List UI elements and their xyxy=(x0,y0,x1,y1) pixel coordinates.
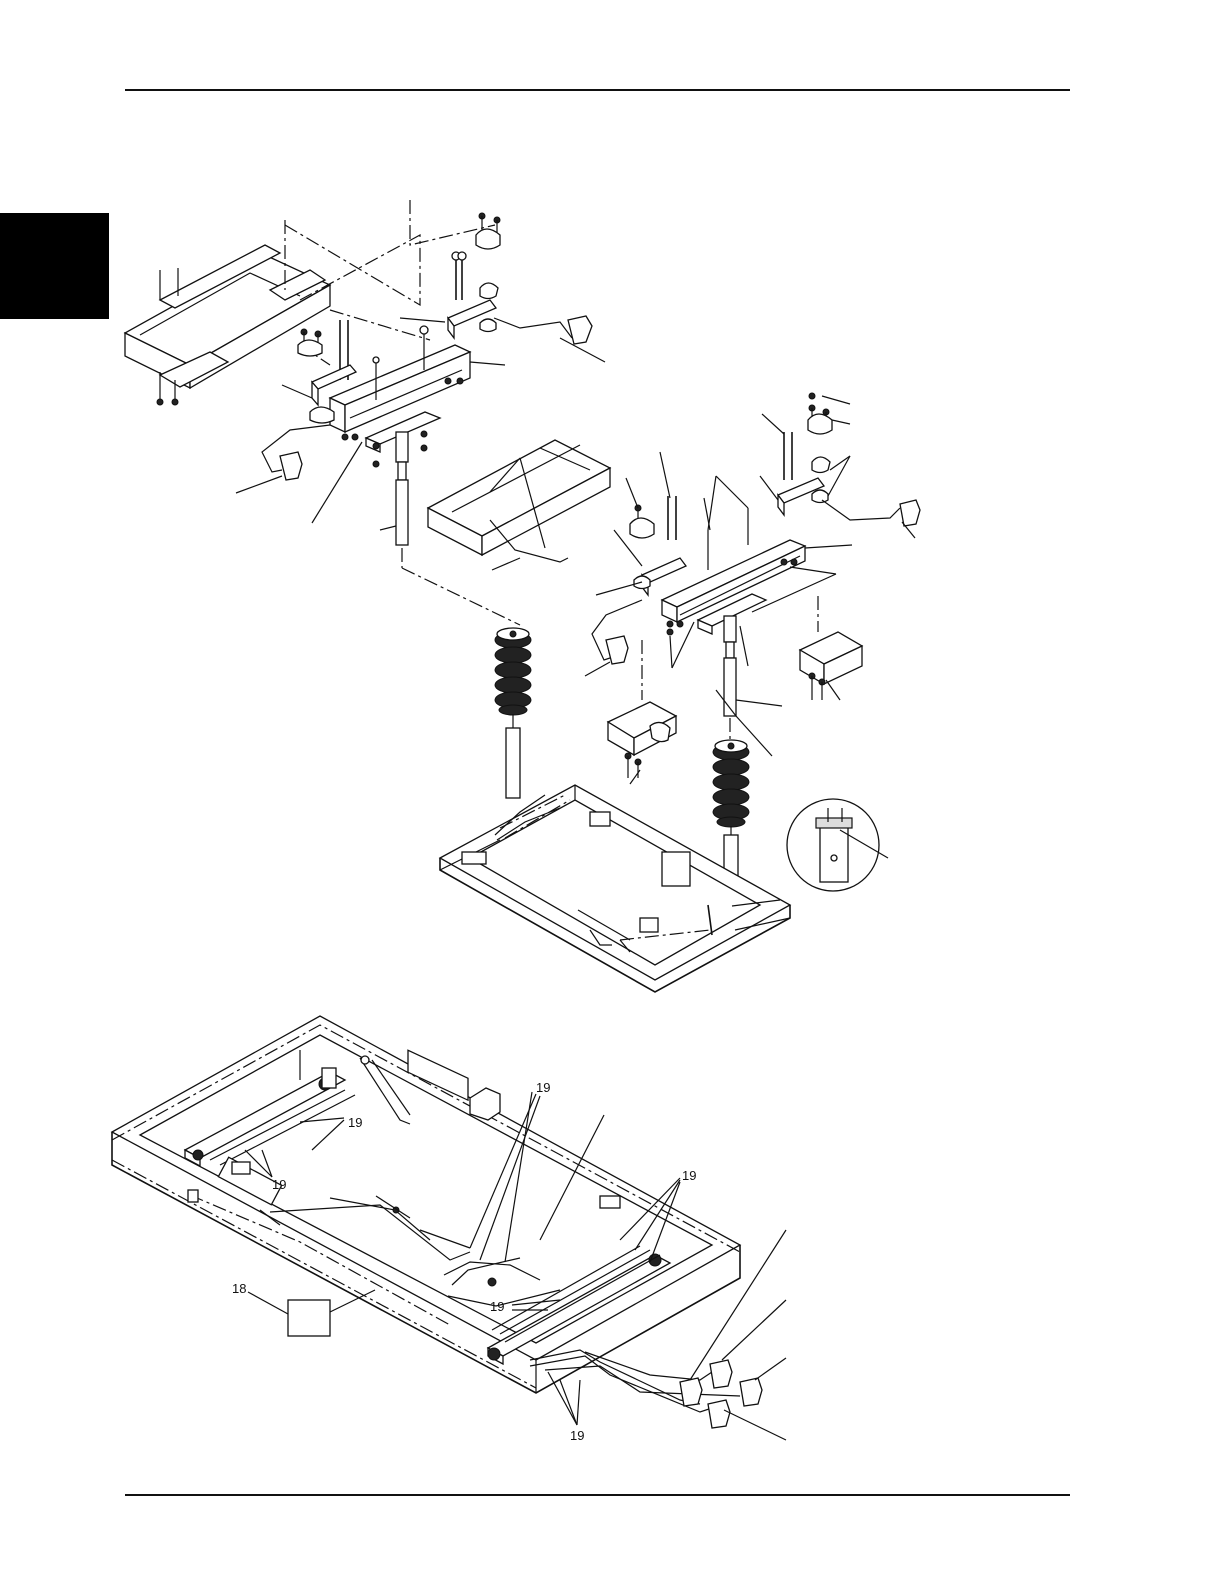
upper-hanger-block xyxy=(400,300,605,362)
right-actuator xyxy=(698,594,782,756)
right-side-bracket xyxy=(800,596,862,700)
lower-frame-view: 19 19 19 19 19 19 18 xyxy=(112,1016,786,1443)
right-slide-rail xyxy=(662,540,852,627)
callout-19-center: 19 xyxy=(490,1299,504,1314)
callout-18: 18 xyxy=(232,1281,246,1296)
upper-exploded-view xyxy=(125,200,920,992)
callout-19-left-a: 19 xyxy=(348,1115,362,1130)
center-crossmember xyxy=(428,440,610,570)
callout-19-bottom: 19 xyxy=(570,1428,584,1443)
callout-19-right: 19 xyxy=(682,1168,696,1183)
footer-rule xyxy=(125,1494,1070,1496)
callout-19-left-b: 19 xyxy=(272,1177,286,1192)
callout-19-top: 19 xyxy=(536,1080,550,1095)
detail-inset xyxy=(787,799,888,891)
right-hanger-block xyxy=(760,476,920,538)
left-spring-stack xyxy=(495,628,531,798)
left-mount-bracket xyxy=(125,245,330,405)
